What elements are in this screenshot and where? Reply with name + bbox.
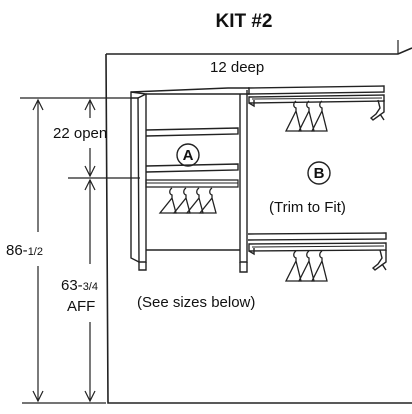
hangers-b-lower	[284, 250, 328, 282]
height-total-label: 86-1/2	[6, 242, 43, 259]
section-b-marker: B	[307, 161, 331, 185]
height-total-whole: 86-	[6, 242, 28, 259]
section-a-marker: A	[176, 143, 200, 167]
wall-panel	[105, 40, 412, 404]
height-aff-whole: 63-	[61, 277, 83, 294]
hangers-b-upper	[284, 100, 328, 132]
shelf-b-lower	[247, 232, 387, 271]
section-b-label: B	[314, 165, 325, 182]
depth-label: 12 deep	[210, 59, 264, 76]
tower-unit-a	[130, 87, 250, 273]
height-aff-unit: AFF	[67, 298, 95, 315]
open-label: 22 open	[53, 125, 107, 142]
diagram-title: KIT #2	[215, 11, 272, 32]
shelf-b-upper	[247, 85, 385, 121]
sizes-note: (See sizes below)	[137, 294, 255, 311]
trim-label: (Trim to Fit)	[269, 199, 346, 216]
section-a-label: A	[183, 147, 194, 164]
height-aff-fraction: 3/4	[83, 281, 98, 293]
hangers-a	[158, 187, 217, 214]
height-aff-label: 63-3/4	[61, 277, 98, 294]
height-total-fraction: 1/2	[28, 246, 43, 258]
dimension-lines	[20, 97, 140, 404]
